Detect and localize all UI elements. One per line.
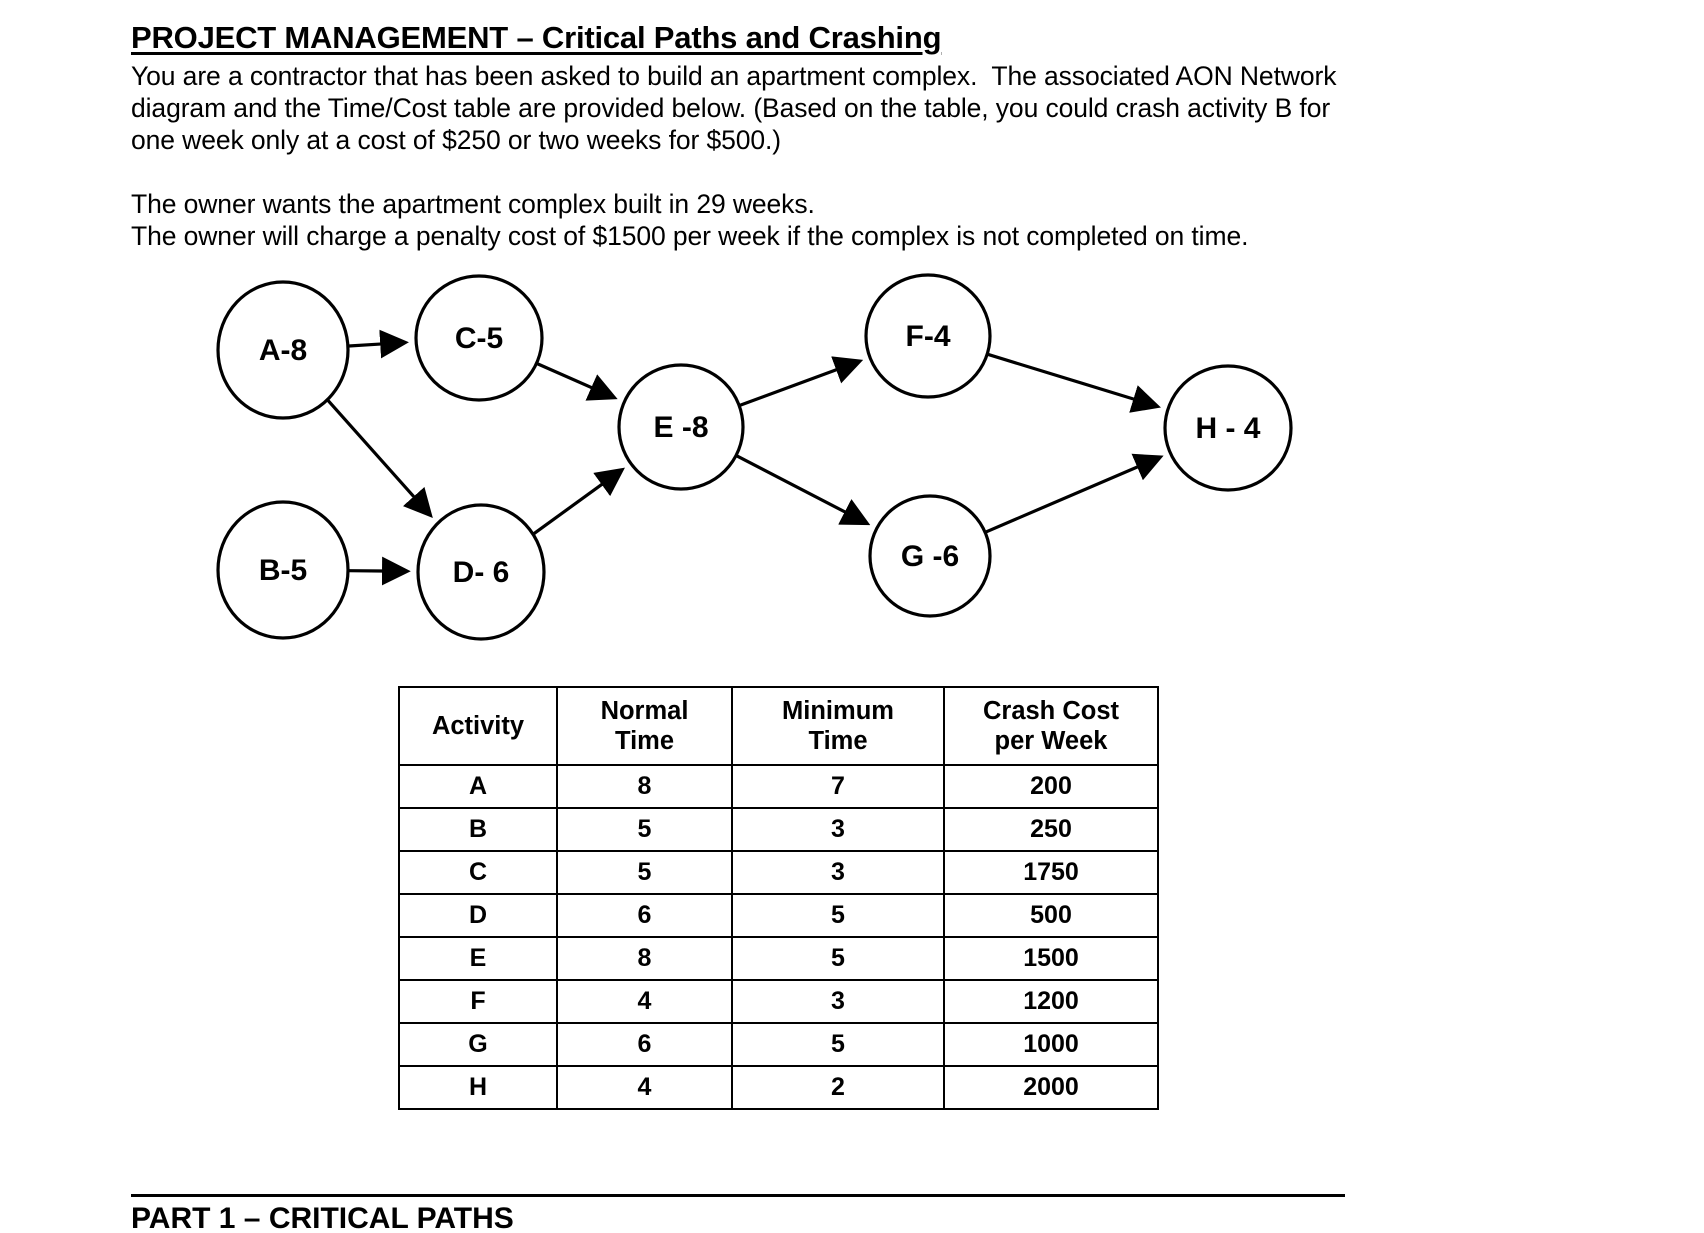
cell-normal-time: 8	[556, 936, 733, 981]
cell-crash-cost: 200	[943, 764, 1159, 809]
cell-crash-cost: 500	[943, 893, 1159, 938]
edge-a-to-d	[326, 399, 433, 519]
column-header-activity: Activity	[398, 686, 558, 766]
cell-normal-time: 5	[556, 850, 733, 895]
diagram-node-d: D- 6	[416, 503, 546, 641]
edge-e-to-g	[736, 454, 871, 526]
node-label-f: F-4	[906, 320, 951, 353]
node-circle-a	[216, 280, 350, 420]
cell-activity: C	[398, 850, 558, 895]
node-label-d: D- 6	[453, 556, 510, 589]
cell-activity: D	[398, 893, 558, 938]
node-circle-f	[864, 273, 992, 399]
edge-a-to-c	[348, 329, 409, 359]
edge-f-to-h	[987, 352, 1161, 413]
cell-minimum-time: 5	[731, 936, 945, 981]
horizontal-divider	[131, 1194, 1345, 1197]
diagram-node-f: F-4	[864, 273, 992, 399]
node-label-h: H - 4	[1195, 412, 1260, 445]
cell-minimum-time: 2	[731, 1065, 945, 1110]
cell-crash-cost: 2000	[943, 1065, 1159, 1110]
edge-e-to-f	[739, 356, 864, 407]
diagram-node-b: B-5	[216, 500, 350, 640]
cell-normal-time: 6	[556, 1022, 733, 1067]
cell-minimum-time: 5	[731, 893, 945, 938]
node-label-a: A-8	[259, 334, 307, 367]
node-circle-e	[617, 363, 745, 491]
edge-c-to-e	[536, 362, 618, 401]
intro-paragraph: You are a contractor that has been asked…	[131, 61, 1344, 155]
cell-activity: B	[398, 807, 558, 852]
cell-crash-cost: 1750	[943, 850, 1159, 895]
diagram-edges	[326, 329, 1164, 586]
cell-minimum-time: 3	[731, 979, 945, 1024]
diagram-node-h: H - 4	[1163, 364, 1293, 492]
node-circle-g	[868, 494, 992, 618]
edge-b-to-d	[348, 556, 411, 586]
node-circle-b	[216, 500, 350, 640]
cell-activity: G	[398, 1022, 558, 1067]
cell-crash-cost: 250	[943, 807, 1159, 852]
cell-minimum-time: 7	[731, 764, 945, 809]
cell-minimum-time: 3	[731, 807, 945, 852]
page-title: PROJECT MANAGEMENT – Critical Paths and …	[131, 20, 942, 55]
diagram-nodes: A-8 C-5B-5 D- 6 E -8 F-4 G -6 H - 4	[216, 273, 1293, 641]
node-label-b: B-5	[259, 554, 307, 587]
cell-normal-time: 8	[556, 764, 733, 809]
cell-minimum-time: 3	[731, 850, 945, 895]
node-label-c: C-5	[455, 322, 503, 355]
edge-g-to-h	[985, 453, 1164, 534]
cell-activity: E	[398, 936, 558, 981]
cell-activity: H	[398, 1065, 558, 1110]
cell-crash-cost: 1200	[943, 979, 1159, 1024]
cell-activity: F	[398, 979, 558, 1024]
edge-d-to-e	[532, 467, 625, 535]
node-label-e: E -8	[653, 411, 708, 444]
cell-crash-cost: 1000	[943, 1022, 1159, 1067]
cell-minimum-time: 5	[731, 1022, 945, 1067]
owner-requirements-paragraph: The owner wants the apartment complex bu…	[131, 189, 1249, 251]
diagram-node-c: C-5	[414, 274, 544, 402]
diagram-node-g: G -6	[868, 494, 992, 618]
cell-normal-time: 6	[556, 893, 733, 938]
part-1-heading: PART 1 – CRITICAL PATHS	[131, 1202, 514, 1233]
cell-crash-cost: 1500	[943, 936, 1159, 981]
cell-activity: A	[398, 764, 558, 809]
node-circle-d	[416, 503, 546, 641]
cell-normal-time: 4	[556, 979, 733, 1024]
node-circle-h	[1163, 364, 1293, 492]
cell-normal-time: 4	[556, 1065, 733, 1110]
node-circle-c	[414, 274, 544, 402]
diagram-node-e: E -8	[617, 363, 745, 491]
diagram-node-a: A-8	[216, 280, 350, 420]
node-label-g: G -6	[901, 540, 959, 573]
cell-normal-time: 5	[556, 807, 733, 852]
